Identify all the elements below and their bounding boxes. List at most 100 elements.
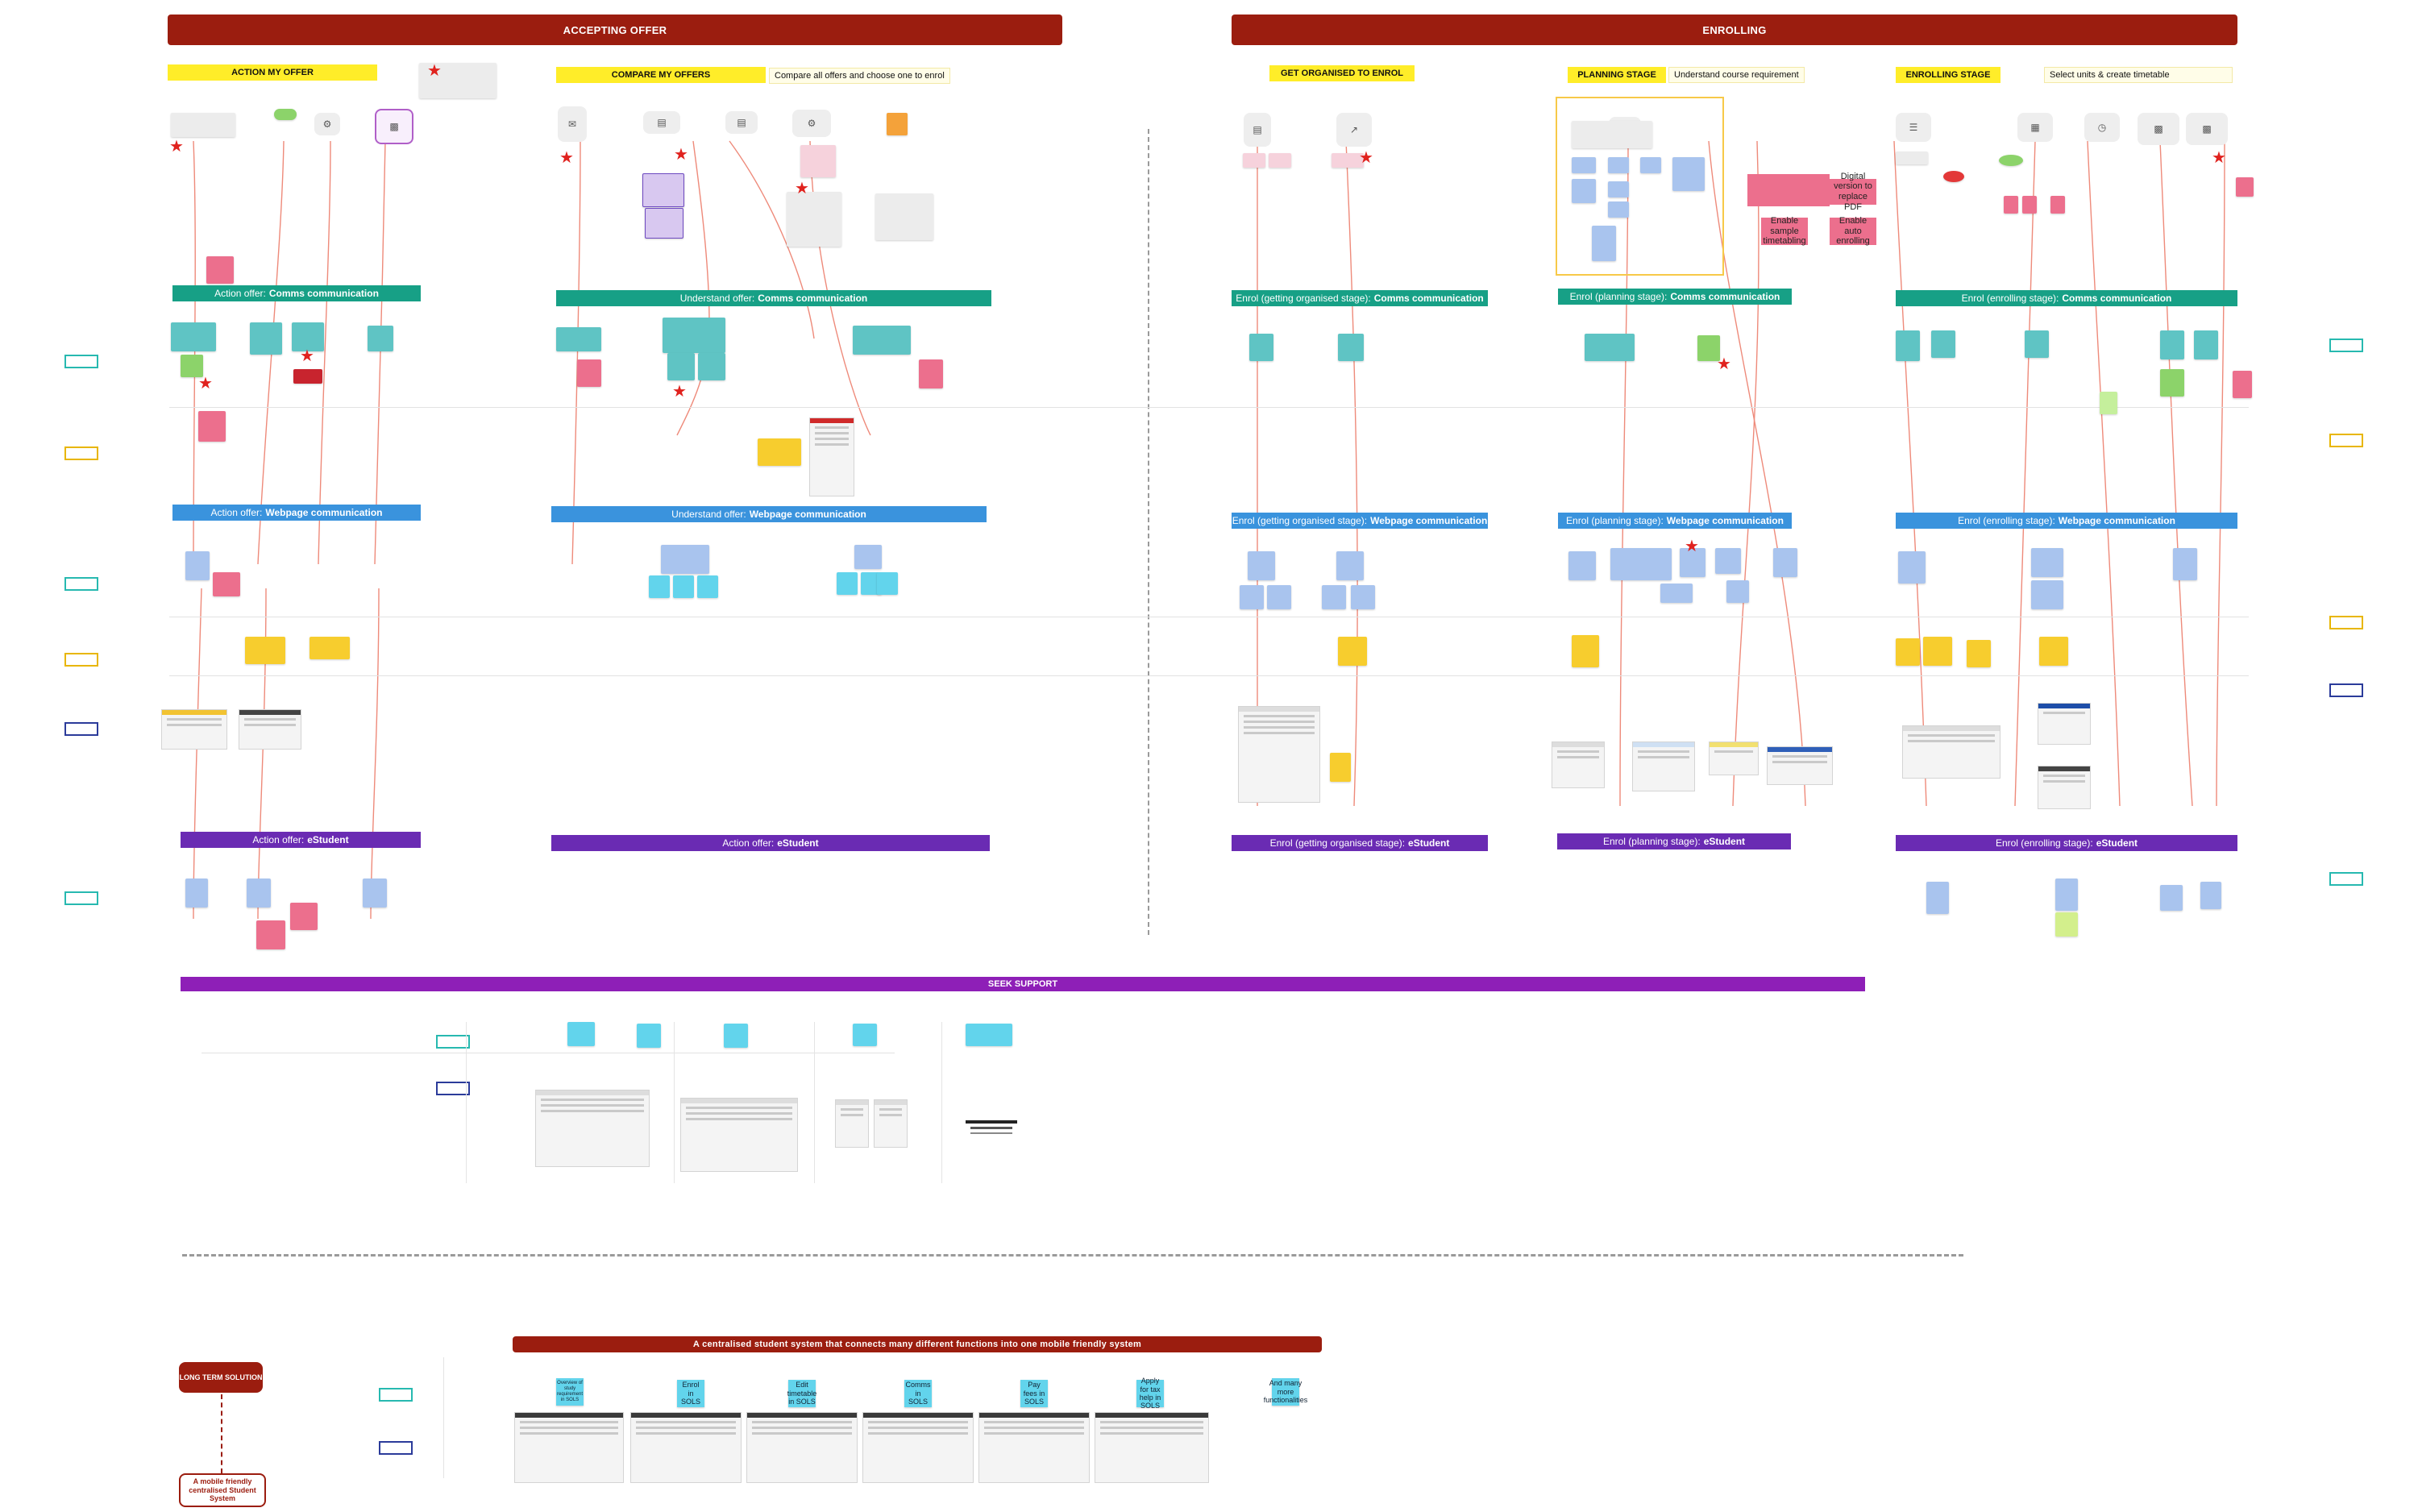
stage-compare-my-offers: COMPARE MY OFFERS — [556, 67, 766, 83]
bar-enrolling-comms: Enrol (enrolling stage):Comms communicat… — [1896, 290, 2237, 306]
banner-accepting-offer: ACCEPTING OFFER — [168, 15, 1062, 45]
stage-compare-desc: Compare all offers and choose one to enr… — [769, 68, 950, 84]
sols-screenshot — [978, 1412, 1090, 1483]
pink-note — [1243, 153, 1265, 168]
grey-card — [787, 192, 841, 247]
lane-line — [169, 407, 2249, 408]
yellow-note — [1967, 640, 1991, 667]
blue-note — [1610, 548, 1672, 580]
teal-note — [2194, 330, 2218, 359]
bar-enrolling-estudent: Enrol (enrolling stage):eStudent — [1896, 835, 2237, 851]
stage-enrolling-desc: Select units & create timetable — [2044, 67, 2233, 83]
bar-action-estudent: Action offer:eStudent — [181, 832, 421, 848]
bar-emph: Comms communication — [1373, 293, 1484, 304]
pink-note — [2050, 196, 2065, 214]
yellow-note — [1330, 753, 1351, 782]
callout-auto-enrolling: Enable auto enrolling — [1830, 216, 1876, 246]
feature-note: Enrol in SOLS — [677, 1380, 704, 1407]
sols-screenshot — [746, 1412, 858, 1483]
annotation-card — [419, 63, 496, 98]
planning-frame — [1556, 97, 1724, 276]
yellow-note — [245, 637, 285, 664]
lane-line — [169, 675, 2249, 676]
blue-note — [2160, 885, 2183, 911]
example-screenshot — [966, 1120, 1017, 1149]
stage-planning: PLANNING STAGE — [1568, 67, 1666, 83]
lavender-note — [642, 173, 684, 207]
blue-note — [1248, 551, 1275, 580]
bar-prefix: Enrol (planning stage): — [1566, 515, 1664, 526]
sols-screenshot — [1095, 1412, 1209, 1483]
id-card-icon: ▩ — [2138, 113, 2179, 145]
sols-screenshot — [630, 1412, 742, 1483]
bar-understand-comms: Understand offer:Comms communication — [556, 290, 991, 306]
callout-pink — [1747, 174, 1830, 206]
bar-emph: Webpage communication — [1370, 515, 1488, 526]
lane-label-methods — [2329, 434, 2363, 447]
teal-note — [292, 322, 324, 351]
bar-organised-estudent: Enrol (getting organised stage):eStudent — [1232, 835, 1488, 851]
star-icon: ★ — [674, 146, 688, 164]
cyan-note — [724, 1024, 748, 1048]
blue-note — [1608, 201, 1629, 218]
section-divider — [1148, 129, 1149, 935]
blue-note — [1660, 584, 1693, 603]
blue-note — [2031, 580, 2063, 609]
blue-note — [1336, 551, 1364, 580]
star-icon: ★ — [1717, 355, 1731, 373]
bar-organised-comms: Enrol (getting organised stage):Comms co… — [1232, 290, 1488, 306]
bar-emph: eStudent — [1703, 836, 1746, 847]
pink-note — [290, 903, 318, 930]
lane-label-steps — [64, 355, 98, 368]
lane-label-examples — [64, 722, 98, 736]
example-screenshot — [1767, 746, 1833, 785]
mobile-screenshot — [809, 417, 854, 496]
lane-label-contents — [436, 1035, 470, 1049]
lane-label-methods — [2329, 616, 2363, 629]
example-screenshot — [874, 1099, 908, 1148]
blue-note — [1608, 181, 1629, 197]
blue-note — [1926, 882, 1949, 914]
list-icon: ☰ — [1896, 113, 1931, 142]
green-note — [2160, 369, 2184, 397]
lane-label-steps — [2329, 872, 2363, 886]
id-card-icon: ▩ — [2186, 113, 2228, 145]
bar-prefix: Enrol (enrolling stage): — [1995, 837, 2093, 849]
grey-card — [875, 193, 933, 240]
teal-note — [1931, 330, 1955, 358]
blue-note — [1351, 585, 1375, 609]
clock-icon: ◷ — [2084, 113, 2120, 142]
document-icon: ▤ — [725, 111, 758, 134]
cyan-note — [673, 575, 694, 598]
lavender-note — [645, 208, 683, 239]
cyan-note — [837, 572, 858, 595]
blue-note — [1322, 585, 1346, 609]
teal-note — [250, 322, 282, 355]
bar-emph: eStudent — [777, 837, 819, 849]
example-screenshot — [835, 1099, 869, 1148]
teal-note — [698, 353, 725, 380]
example-screenshot — [1552, 741, 1605, 788]
lane-separator — [814, 1022, 815, 1183]
green-note — [2055, 912, 2078, 937]
blue-note — [185, 879, 208, 908]
blue-note — [1715, 548, 1741, 574]
star-icon: ★ — [672, 383, 687, 401]
bar-prefix: Action offer: — [214, 288, 266, 299]
feature-note: Apply for tax help in SOLS — [1136, 1377, 1164, 1410]
chat-icon: ✉ — [558, 106, 587, 142]
gear-icon: ⚙ — [792, 110, 831, 137]
example-screenshot — [1709, 741, 1759, 775]
star-icon: ★ — [427, 62, 442, 80]
pink-note — [919, 359, 943, 388]
lane-label-examples — [379, 1441, 413, 1455]
blue-note — [2055, 879, 2078, 911]
bar-prefix: Understand offer: — [671, 509, 746, 520]
feature-note: And many more functionalities — [1263, 1378, 1308, 1406]
blue-note — [661, 545, 709, 574]
yellow-note — [1923, 637, 1952, 666]
lane-label-methods — [64, 653, 98, 667]
bar-action-comms: Action offer:Comms communication — [172, 285, 421, 301]
red-pill — [293, 369, 322, 384]
